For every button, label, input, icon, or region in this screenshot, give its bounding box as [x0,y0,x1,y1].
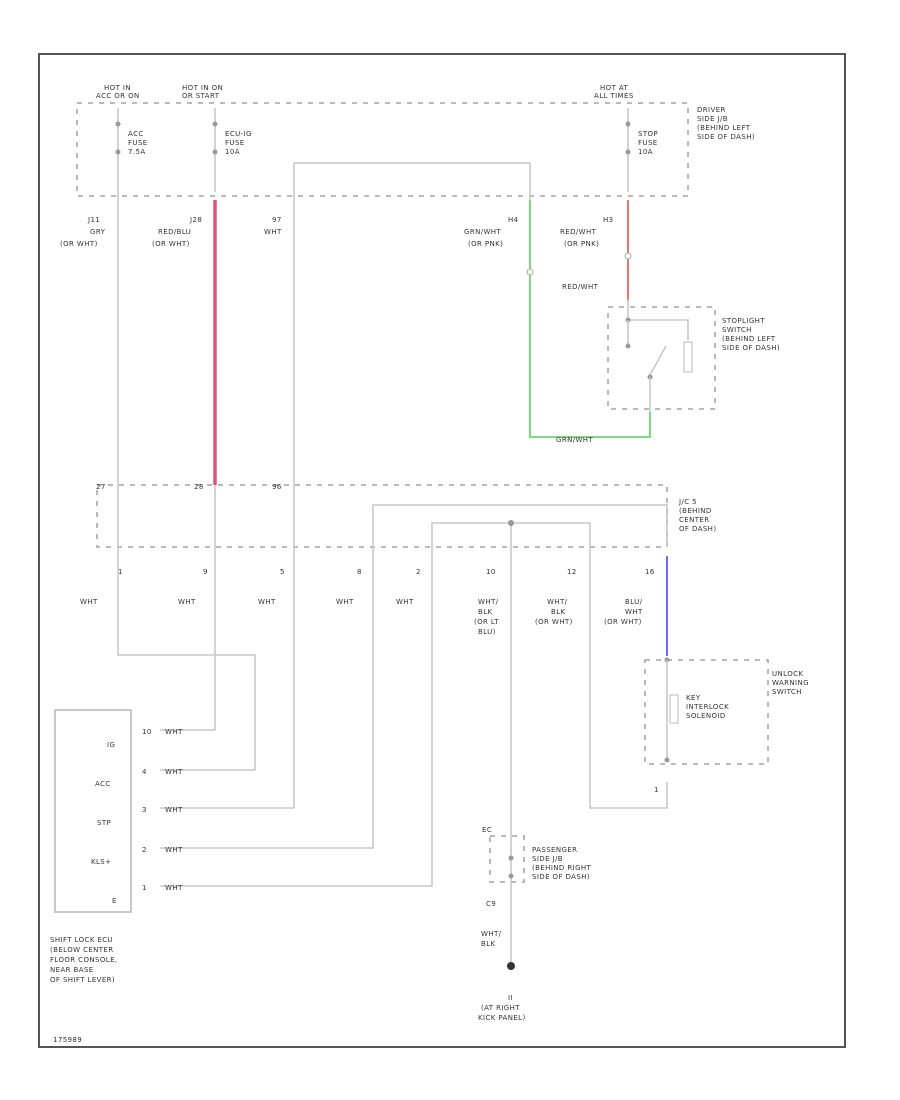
w16-label: BLU/WHT(OR WHT) [604,598,643,626]
red-wht-label: RED/WHT [562,283,599,291]
svg-text:9: 9 [203,568,208,576]
svg-text:WHT: WHT [165,768,183,776]
jc-pin-1: 27 [96,483,106,491]
svg-text:5: 5 [280,568,285,576]
svg-text:WHT: WHT [165,846,183,854]
wire-12 [589,547,668,809]
wire-acc [160,547,216,731]
svg-text:WHT: WHT [258,598,276,606]
svg-text:1: 1 [142,884,147,892]
svg-text:1: 1 [654,786,659,794]
svg-text:E: E [112,897,117,905]
svg-text:ACC: ACC [95,780,111,788]
jc-pin-numbers: 1 9 5 8 2 10 12 16 [118,568,655,576]
wire-stp [160,547,295,809]
driver-jb-box [76,102,689,197]
svg-text:WHT: WHT [165,728,183,736]
svg-text:WHT: WHT [336,598,354,606]
svg-text:8: 8 [357,568,362,576]
ground-point [507,962,515,970]
jc-pin-2: 28 [194,483,204,491]
ground-wire-label: WHT/BLK [481,930,502,948]
wire-h4-green [529,200,651,438]
w12-label: WHT/BLK(OR WHT) [535,598,573,626]
svg-text:WHT: WHT [165,806,183,814]
svg-text:4: 4 [142,768,147,776]
jc-bus-a [372,504,668,547]
junction-connector-box [96,484,668,548]
svg-text:IG: IG [107,741,115,749]
svg-text:16: 16 [645,568,655,576]
svg-text:10: 10 [142,728,152,736]
svg-text:2: 2 [416,568,421,576]
footer-id: 175989 [53,1036,82,1044]
wire-e [160,547,433,887]
svg-text:EC: EC [482,826,492,834]
svg-text:C9: C9 [486,900,496,908]
grn-wht-label: GRN/WHT [556,436,593,444]
diagram-frame [38,53,846,1048]
svg-text:WHT: WHT [396,598,414,606]
ecu-caption: SHIFT LOCK ECU(BELOW CENTER FLOOR CONSOL… [50,936,118,984]
svg-text:10: 10 [486,568,496,576]
svg-text:STP: STP [97,819,111,827]
svg-text:KLS+: KLS+ [91,858,111,866]
wire-kls [160,547,374,849]
svg-text:1: 1 [118,568,123,576]
jb-internal-bridge [293,162,531,192]
svg-text:12: 12 [567,568,577,576]
svg-text:WHT: WHT [178,598,196,606]
jc-pin-3: 96 [272,483,282,491]
svg-text:3: 3 [142,806,147,814]
svg-text:2: 2 [142,846,147,854]
wire-ig [117,547,256,771]
jc-wire-colors: WHT WHT WHT WHT WHT [80,598,414,606]
svg-text:WHT: WHT [80,598,98,606]
svg-text:WHT: WHT [165,884,183,892]
shift-lock-ecu: IG ACC STP KLS+ E 10 4 3 2 1 WHT WHT WHT… [54,709,183,913]
